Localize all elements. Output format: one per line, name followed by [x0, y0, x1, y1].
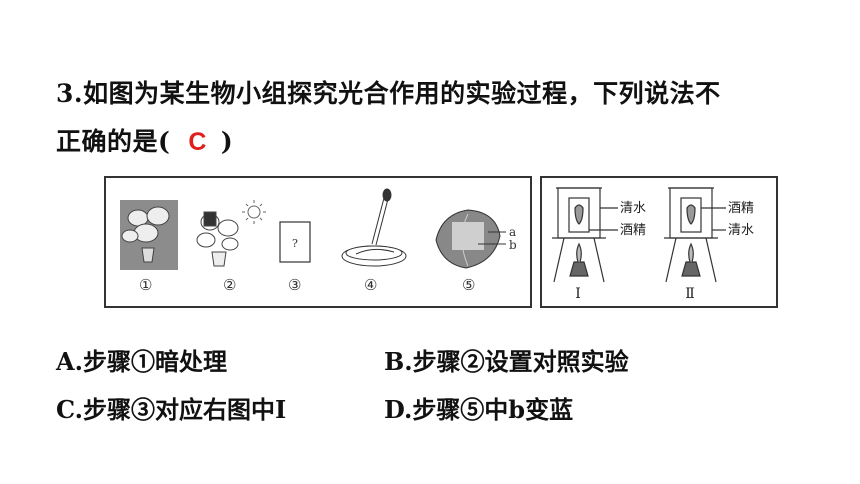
dropper-and-dish — [341, 188, 407, 267]
question-prefix: 正确的是( — [56, 127, 171, 156]
option-a[interactable]: A.步骤①暗处理 — [56, 347, 227, 376]
question-line-1: 3.如图为某生物小组探究光合作用的实验过程，下列说法不 — [56, 79, 721, 108]
unknown-step-box — [279, 221, 311, 263]
option-b[interactable]: B.步骤②设置对照实验 — [384, 347, 629, 376]
option-d[interactable]: D.步骤⑤中b变蓝 — [384, 395, 574, 424]
setup-1-apparatus — [552, 187, 618, 283]
setup-2-numeral: Ⅱ — [685, 286, 695, 302]
sun-icon — [242, 200, 266, 224]
leaf-label-a: a — [509, 225, 516, 239]
potted-plant-1 — [121, 206, 170, 263]
leaf-label-b: b — [509, 238, 517, 252]
setup-2-apparatus — [664, 187, 726, 283]
leaf-figure — [435, 209, 506, 269]
question-suffix: ) — [220, 127, 234, 156]
setup-2-outer-label: 清水 — [728, 223, 754, 238]
question-line-2: 正确的是( C) — [56, 122, 233, 158]
answer-mark: C — [188, 128, 207, 156]
experiment-steps-figure: ? a b ① ② ③ ④ ⑤ — [104, 176, 532, 308]
unknown-step-mark: ? — [292, 237, 298, 250]
setup-1-inner-label: 清水 — [620, 201, 646, 216]
experiment-steps-drawing: ? a b — [120, 188, 517, 270]
water-bath-drawing: 清水 酒精 Ⅰ 酒精 清水 Ⅱ — [552, 187, 754, 302]
step-label-3: ③ — [288, 276, 302, 294]
option-c[interactable]: C.步骤③对应右图中Ⅰ — [56, 395, 287, 424]
setup-2-inner-label: 酒精 — [728, 201, 754, 216]
step-label-5: ⑤ — [462, 276, 476, 294]
step-label-1: ① — [139, 276, 153, 294]
setup-1-numeral: Ⅰ — [575, 286, 581, 302]
step-label-2: ② — [223, 276, 237, 294]
potted-plant-2 — [196, 211, 239, 267]
setup-1-outer-label: 酒精 — [620, 223, 646, 238]
water-bath-figure: 清水 酒精 Ⅰ 酒精 清水 Ⅱ — [540, 176, 778, 308]
step-label-4: ④ — [364, 276, 378, 294]
